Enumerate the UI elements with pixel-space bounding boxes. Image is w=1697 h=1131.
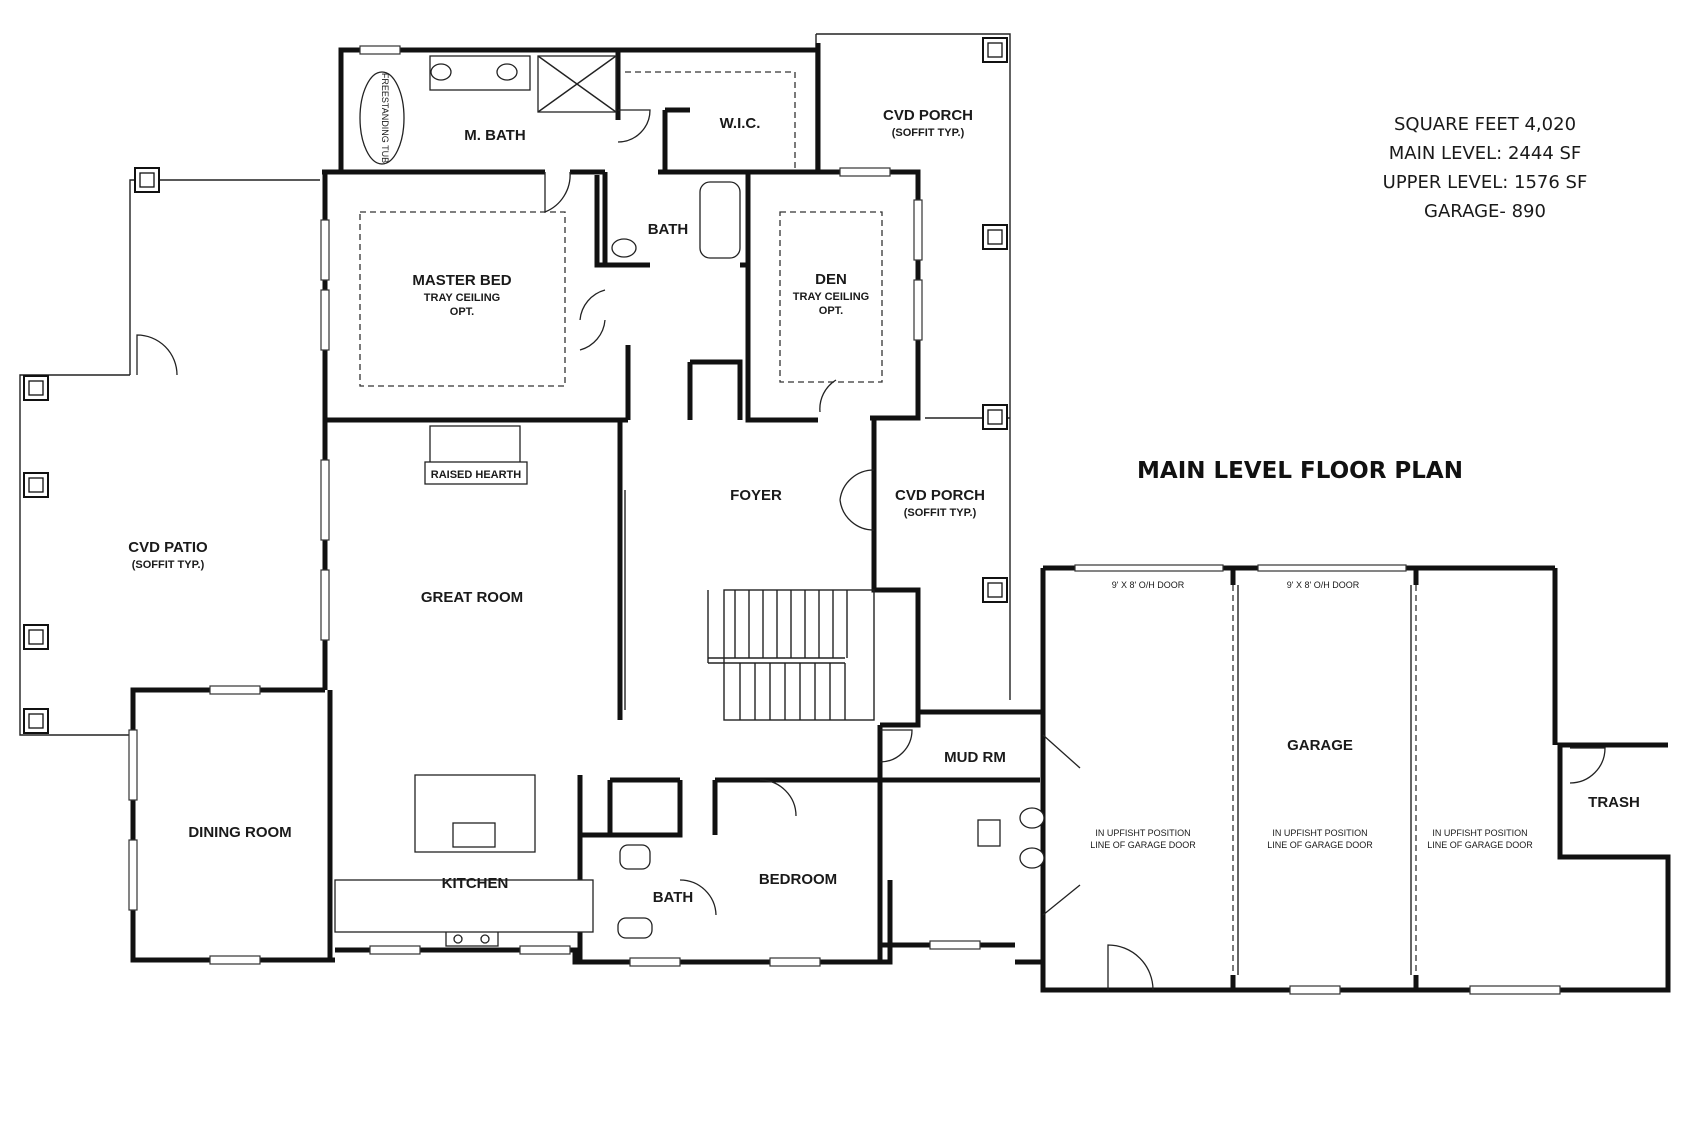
room-kitchen: KITCHEN — [442, 875, 509, 892]
den-tray-note: TRAY CEILING — [793, 291, 869, 303]
room-great-room: GREAT ROOM — [421, 589, 523, 606]
upfit-note-1a: IN UPFISHT POSITION — [1095, 828, 1190, 838]
room-cvd-porch-top: CVD PORCH — [883, 107, 973, 124]
total-square-feet: SQUARE FEET 4,020 — [1394, 114, 1576, 135]
windows — [128, 45, 1561, 995]
column-6 — [23, 375, 49, 401]
tub-label: FREESTANDING TUB — [380, 73, 390, 163]
garage-door-label-1: 9' X 8' O/H DOOR — [1112, 580, 1185, 590]
den-opt-note: OPT. — [819, 305, 843, 317]
column-7 — [23, 472, 49, 498]
room-cvd-patio: CVD PATIO — [128, 539, 208, 556]
upfit-note-3b: LINE OF GARAGE DOOR — [1427, 840, 1533, 850]
column-1 — [982, 37, 1008, 63]
column-9 — [23, 708, 49, 734]
room-garage: GARAGE — [1287, 737, 1353, 754]
garage-door-lines — [1074, 564, 1417, 975]
porch-columns — [23, 37, 1008, 734]
upfit-note-2a: IN UPFISHT POSITION — [1272, 828, 1367, 838]
sink-icon — [1019, 847, 1045, 869]
kitchen-sink — [452, 822, 496, 848]
room-mud-rm: MUD RM — [944, 749, 1006, 766]
sink-icon — [611, 238, 637, 258]
fireplace — [429, 425, 521, 467]
plan-title: MAIN LEVEL FLOOR PLAN — [1137, 458, 1463, 484]
freestanding-tub: FREESTANDING TUB — [359, 71, 405, 165]
sink-icon — [496, 63, 518, 81]
doors — [136, 109, 1606, 991]
bathtub — [699, 181, 741, 259]
garage-sf: GARAGE- 890 — [1424, 201, 1546, 222]
soffit-note-mid: (SOFFIT TYP.) — [904, 507, 977, 519]
main-level-sf: MAIN LEVEL: 2444 SF — [1389, 143, 1582, 164]
room-master-bed: MASTER BED — [412, 272, 511, 289]
upfit-note-3a: IN UPFISHT POSITION — [1432, 828, 1527, 838]
room-wic: W.I.C. — [720, 115, 761, 132]
column-3 — [982, 404, 1008, 430]
sink-icon — [1019, 807, 1045, 829]
room-bedroom: BEDROOM — [759, 871, 837, 888]
staircase — [624, 490, 875, 721]
upper-level-sf: UPPER LEVEL: 1576 SF — [1383, 172, 1588, 193]
room-den: DEN — [815, 271, 847, 288]
raised-hearth-label: RAISED HEARTH — [431, 469, 522, 481]
sink-icon — [430, 63, 452, 81]
master-opt-note: OPT. — [450, 306, 474, 318]
room-cvd-porch-mid: CVD PORCH — [895, 487, 985, 504]
upfit-note-2b: LINE OF GARAGE DOOR — [1267, 840, 1373, 850]
toilet-tank — [617, 917, 653, 939]
column-4 — [982, 577, 1008, 603]
column-5 — [134, 167, 160, 193]
master-tray-note: TRAY CEILING — [424, 292, 500, 304]
fixtures — [334, 55, 1045, 947]
column-8 — [23, 624, 49, 650]
room-bath-upper: BATH — [648, 221, 689, 238]
tray-ceilings — [359, 71, 883, 387]
room-trash: TRASH — [1588, 794, 1640, 811]
room-dining-room: DINING ROOM — [188, 824, 291, 841]
mudroom-sink — [977, 819, 1001, 847]
soffit-note-top: (SOFFIT TYP.) — [892, 127, 965, 139]
soffit-note-patio: (SOFFIT TYP.) — [132, 559, 205, 571]
room-m-bath: M. BATH — [464, 127, 525, 144]
upfit-note-1b: LINE OF GARAGE DOOR — [1090, 840, 1196, 850]
garage-door-label-2: 9' X 8' O/H DOOR — [1287, 580, 1360, 590]
room-foyer: FOYER — [730, 487, 782, 504]
toilet — [619, 844, 651, 870]
column-2 — [982, 224, 1008, 250]
room-bath-lower: BATH — [653, 889, 694, 906]
counter-line — [334, 879, 594, 933]
hearth — [424, 461, 528, 485]
